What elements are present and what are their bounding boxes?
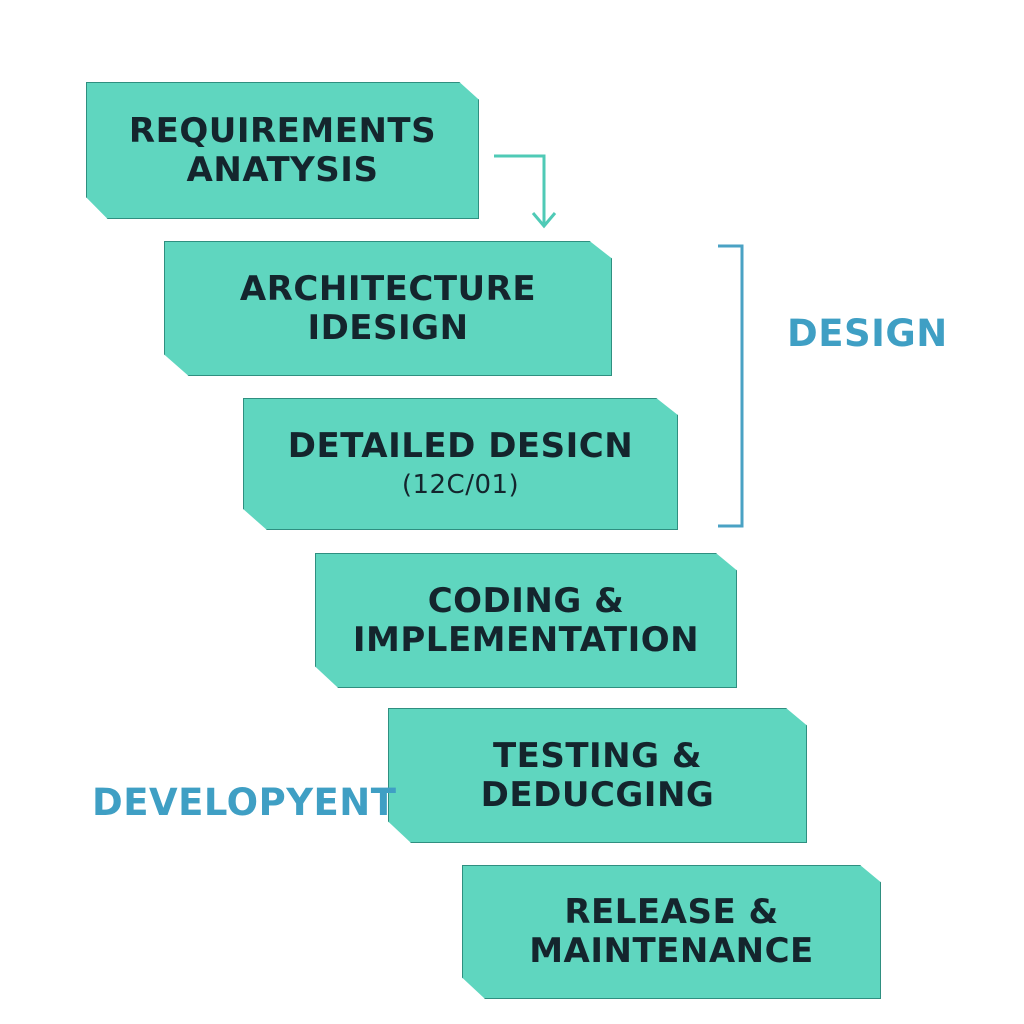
step-line1: TESTING & (492, 735, 703, 776)
step-detailed-design: DETAILED DESICN (12C/01) (243, 398, 678, 530)
step-line2: ANATYSIS (186, 149, 379, 190)
step-architecture-design: ARCHITECTURE IDESIGN (164, 241, 612, 376)
step-line2: IDESIGN (307, 307, 469, 348)
step-line1: RELEASE & (564, 892, 779, 932)
step-testing-debugging: TESTING & DEDUCGING (388, 708, 807, 843)
step-line1: DETAILED DESICN (287, 425, 634, 466)
step-line2: DEDUCGING (480, 774, 715, 815)
step-line1: ARCHITECTURE (239, 268, 537, 309)
step-line1: REQUIREMENTS (128, 110, 437, 151)
design-bracket (718, 244, 744, 528)
step-line2: (12C/01) (401, 469, 520, 500)
step-requirements-analysis: REQUIREMENTS ANATYSIS (86, 82, 479, 219)
step-line2: IMPLEMENTATION (352, 619, 700, 660)
flow-arrow (494, 154, 557, 229)
phase-label-development: DEVELOPYENT (92, 781, 397, 824)
step-line1: CODING & (427, 580, 625, 621)
step-line2: MAINTENANCE (529, 931, 814, 971)
step-release-maintenance: RELEASE & MAINTENANCE (462, 865, 881, 999)
phase-label-design: DESIGN (787, 312, 948, 355)
step-coding-implementation: CODING & IMPLEMENTATION (315, 553, 737, 688)
